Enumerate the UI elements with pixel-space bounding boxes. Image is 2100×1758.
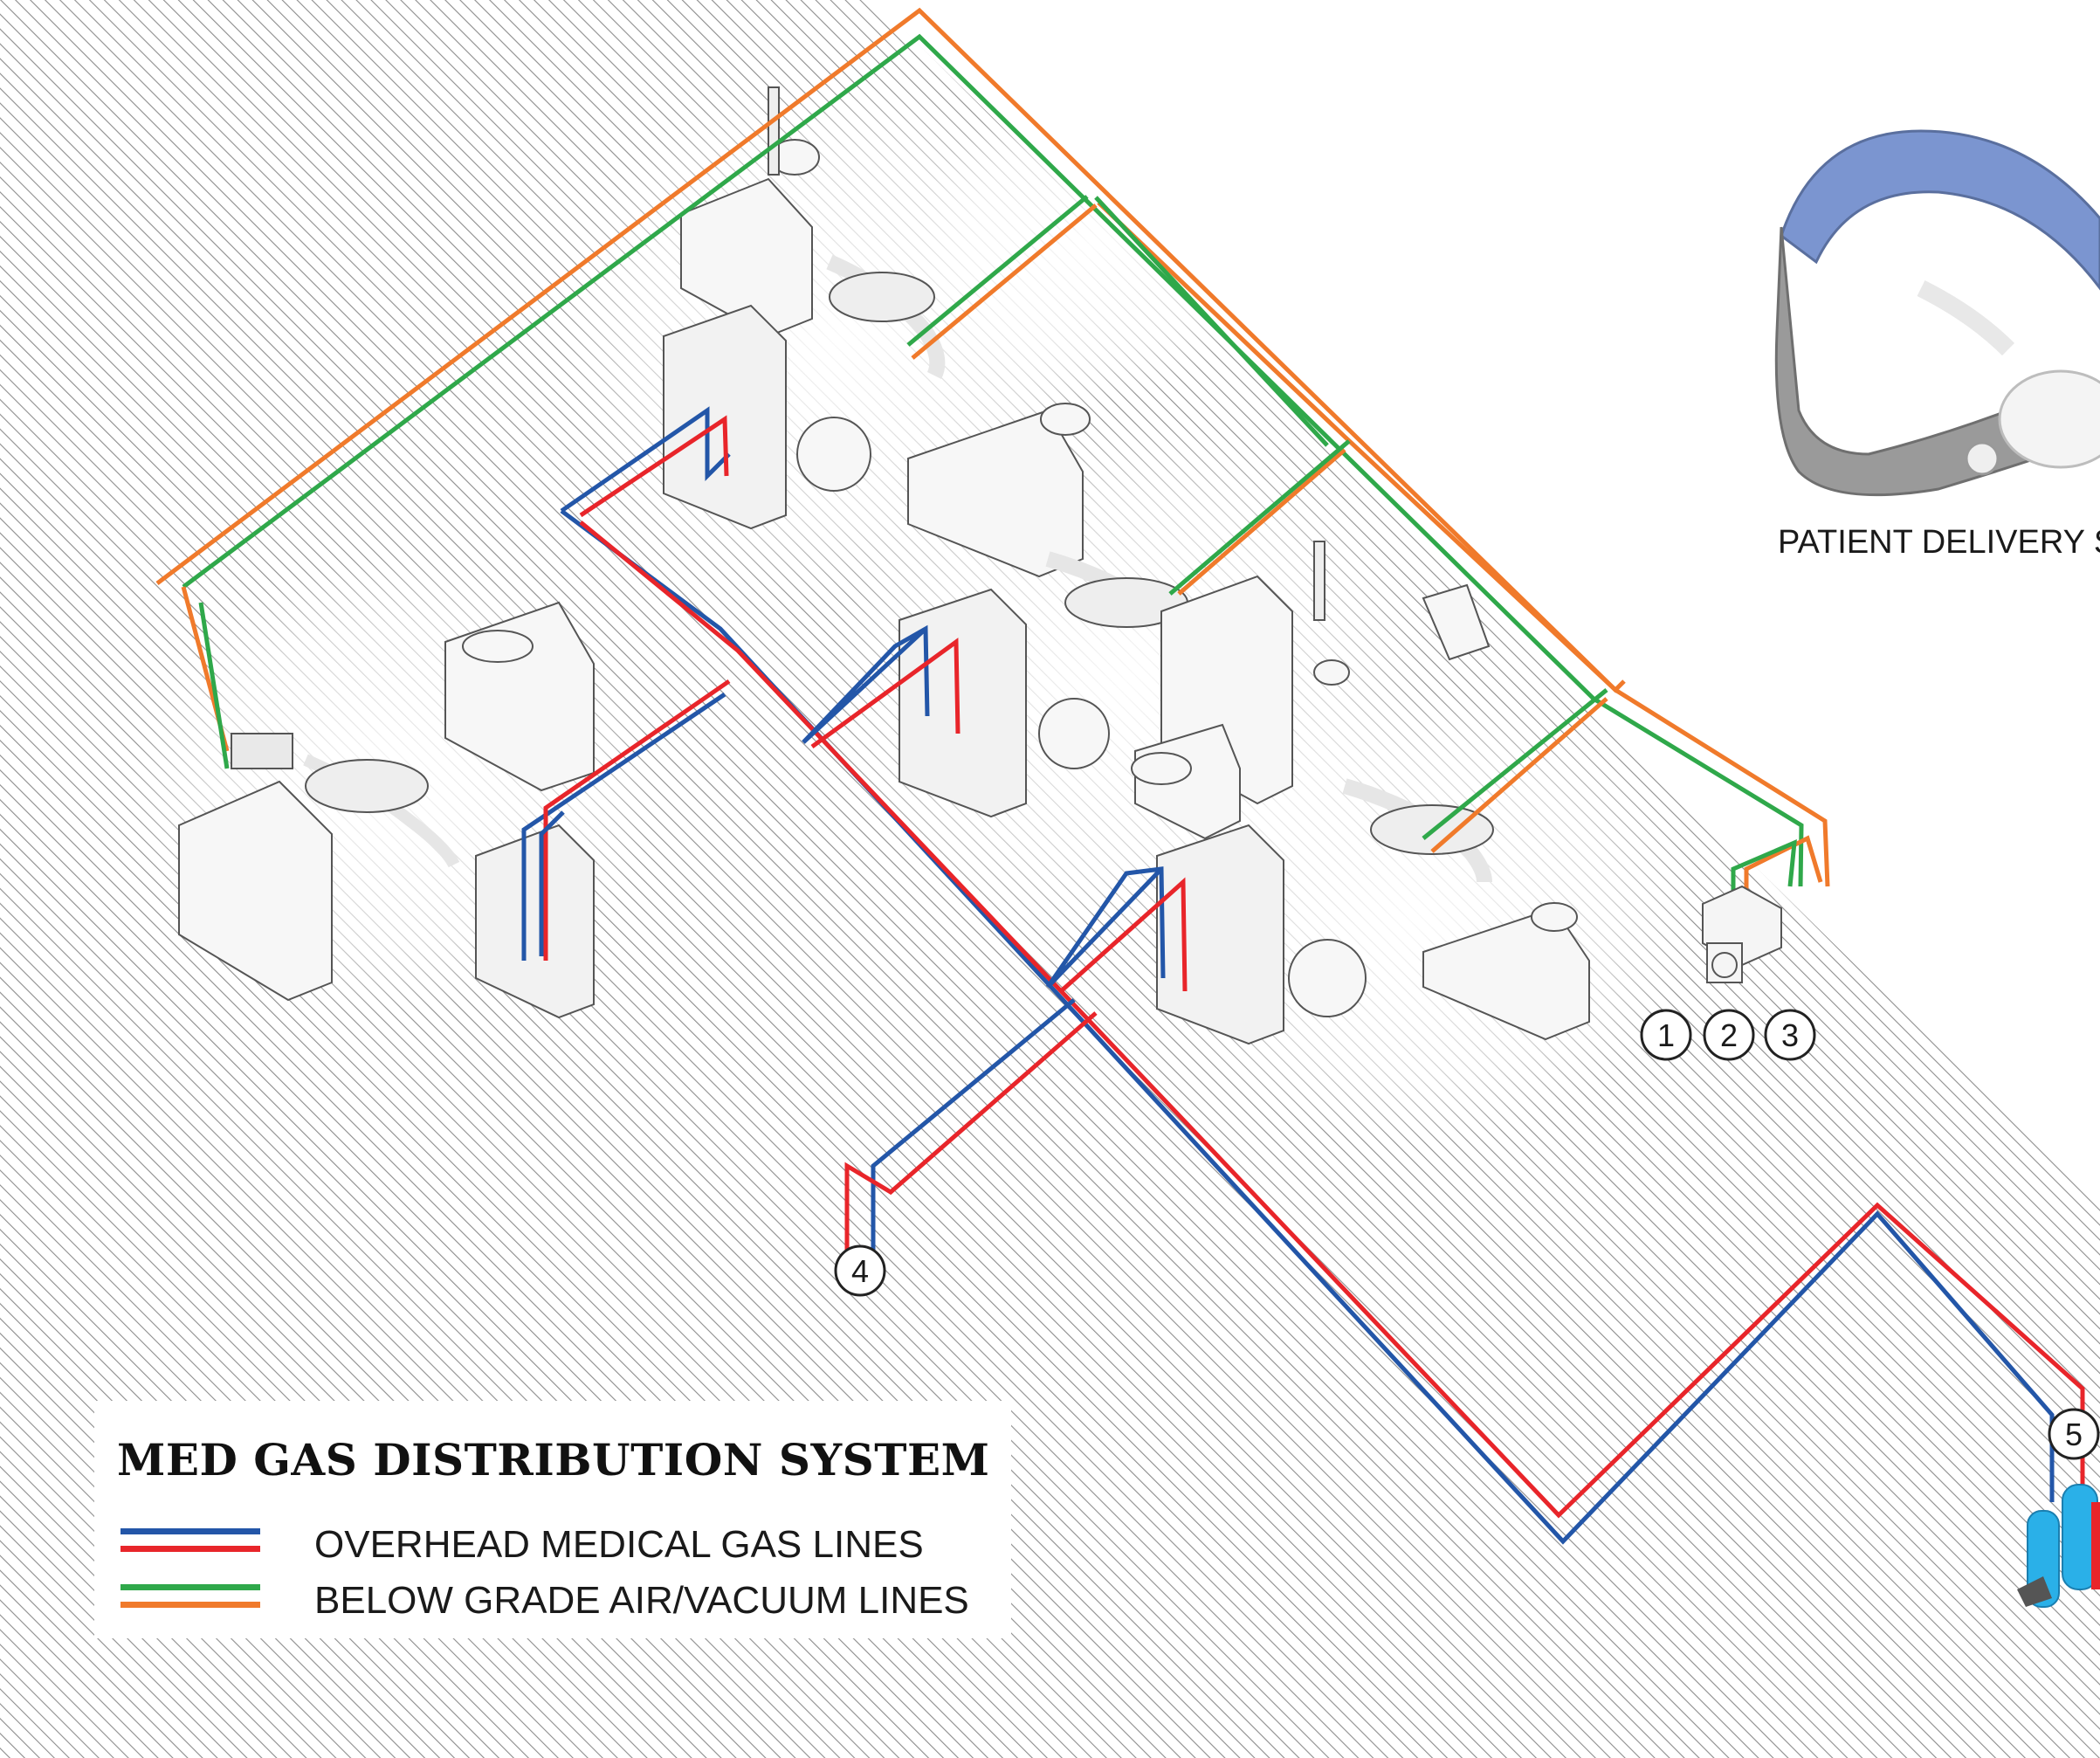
overhead-blue-line xyxy=(871,998,1076,1258)
patient-mask-icon xyxy=(1774,129,2100,497)
legend-swatch-orange xyxy=(120,1602,260,1608)
legend-swatch-red xyxy=(120,1546,260,1552)
below-green-line xyxy=(1422,688,1608,840)
overhead-blue-line xyxy=(1045,866,1166,989)
legend-swatch-green xyxy=(120,1584,260,1590)
marker-circle xyxy=(1703,1009,1755,1061)
legend-title: MED GAS DISTRIBUTION SYSTEM xyxy=(117,1434,990,1486)
overhead-red-line xyxy=(543,679,731,961)
marker-label: 1 xyxy=(1657,1017,1675,1053)
overhead-red-line xyxy=(844,1011,1098,1258)
below-orange-line xyxy=(911,203,1098,360)
dental-operatory-icon xyxy=(178,86,1590,1041)
marker-circle xyxy=(834,1244,886,1297)
gas-cylinder-icon xyxy=(2017,1484,2100,1608)
patient-delivery-label: PATIENT DELIVERY S xyxy=(1778,524,2100,561)
marker-1: 1 xyxy=(1640,1009,1692,1061)
below-orange-line xyxy=(1177,448,1346,596)
marker-label: 3 xyxy=(1781,1017,1799,1053)
marker-3: 3 xyxy=(1764,1009,1816,1061)
marker-circle xyxy=(1640,1009,1692,1061)
overhead-blue-line xyxy=(521,692,726,961)
marker-2: 2 xyxy=(1703,1009,1755,1061)
overhead-blue-line xyxy=(560,406,731,514)
below-green-line xyxy=(198,602,230,769)
gas-lines xyxy=(155,7,2085,1545)
below-green-line xyxy=(1094,196,1329,447)
marker-4: 4 xyxy=(834,1244,886,1297)
overhead-blue-line xyxy=(539,810,565,956)
marker-circle xyxy=(1764,1009,1816,1061)
legend-label-below-grade: BELOW GRADE AIR/VACUUM LINES xyxy=(314,1579,969,1622)
marker-label: 5 xyxy=(2065,1417,2083,1452)
overhead-blue-line xyxy=(802,624,930,744)
below-orange-line xyxy=(1430,697,1608,853)
marker-group: 1 2 3 4 5 xyxy=(834,1009,2100,1460)
marker-label: 4 xyxy=(851,1253,869,1289)
marker-label: 2 xyxy=(1720,1017,1738,1053)
legend: MED GAS DISTRIBUTION SYSTEM OVERHEAD MED… xyxy=(94,1401,1011,1638)
legend-row-below-grade: BELOW GRADE AIR/VACUUM LINES xyxy=(120,1575,994,1628)
below-green-line xyxy=(1168,439,1351,596)
overhead-red-line xyxy=(810,638,960,749)
legend-row-overhead: OVERHEAD MEDICAL GAS LINES xyxy=(120,1520,994,1572)
overhead-red-line xyxy=(579,521,2085,1519)
compressor-icon xyxy=(1702,885,1782,983)
legend-swatch-blue xyxy=(120,1528,260,1534)
below-green-line xyxy=(906,195,1089,347)
overhead-red-line xyxy=(579,415,729,518)
below-orange-line xyxy=(1097,201,1626,693)
marker-5: 5 xyxy=(2048,1408,2100,1460)
legend-label-overhead: OVERHEAD MEDICAL GAS LINES xyxy=(314,1523,924,1566)
marker-circle xyxy=(2048,1408,2100,1460)
overhead-red-line xyxy=(1059,877,1188,993)
